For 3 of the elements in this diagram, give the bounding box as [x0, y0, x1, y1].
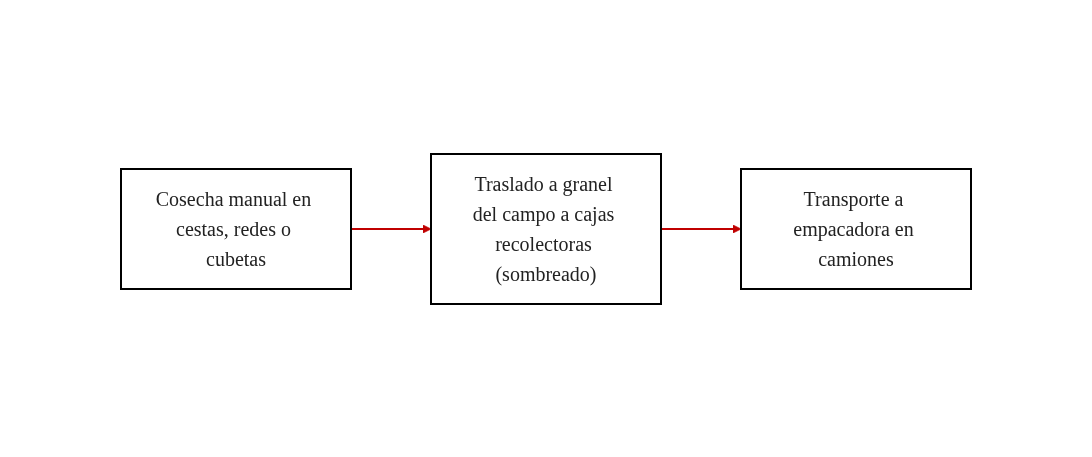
node-box: Cosecha manual en cestas, redes o cubetas — [120, 167, 352, 290]
node-box: Transporte a empacadora en camiones — [740, 167, 972, 290]
node-box: Traslado a granel del campo a cajas recolectoras (sombreado) — [430, 152, 662, 305]
